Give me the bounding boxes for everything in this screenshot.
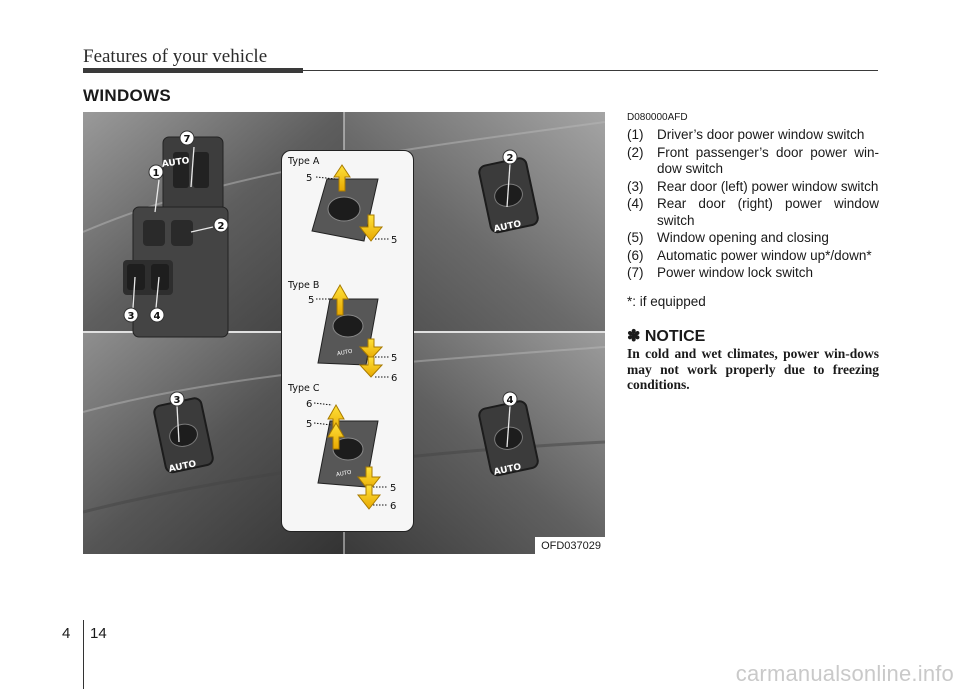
type-a-mark: 5 — [306, 173, 312, 184]
type-c-mark: 6 — [390, 501, 396, 512]
type-c-button-text: AUTO — [336, 470, 353, 479]
type-c-label: Type C — [287, 383, 320, 394]
type-b-mark: 6 — [391, 373, 397, 384]
svg-text:AUTO: AUTO — [161, 156, 190, 170]
type-c-mark: 6 — [306, 399, 312, 410]
switch-types-diagram: Type A Type B Type C 5 5 AUTO — [287, 156, 397, 512]
watermark-text: carmanualsonline.info — [735, 661, 954, 686]
notice-body: In cold and wet climates, power win-dows… — [627, 346, 879, 392]
list-item: (3)Rear door (left) power window switch — [627, 178, 879, 194]
type-a-mark: 5 — [391, 235, 397, 246]
callout-4: 4 — [154, 311, 161, 322]
svg-text:AUTO: AUTO — [337, 349, 354, 358]
type-c-mark: 5 — [390, 483, 396, 494]
type-a-label: Type A — [287, 156, 320, 167]
type-b-switch: AUTO — [317, 283, 384, 378]
callout-3: 3 — [174, 395, 181, 406]
list-item: (6)Automatic power window up*/down* — [627, 247, 872, 263]
section-title: WINDOWS — [83, 86, 172, 105]
callout-2: 2 — [218, 221, 225, 232]
component-list: (1)Driver’s door power window switch (2)… — [627, 127, 879, 283]
footer-rule — [83, 620, 84, 689]
list-item: (2)Front passenger’s door power win-dow … — [627, 144, 879, 177]
notice-title: ✽ NOTICE — [627, 328, 706, 345]
type-b-mark: 5 — [308, 295, 314, 306]
callout-2: 2 — [507, 153, 514, 164]
list-item: (1)Driver’s door power window switch — [627, 127, 865, 142]
callout-4: 4 — [507, 395, 514, 406]
reference-code: D080000AFD — [627, 112, 688, 123]
callout-7: 7 — [184, 134, 191, 145]
switch-types-inset: Type A Type B Type C 5 5 AUTO — [281, 150, 414, 532]
page-number: 14 — [90, 625, 107, 642]
list-item: (7)Power window lock switch — [627, 265, 814, 280]
header-rule — [83, 68, 303, 73]
window-switch-figure: AUTO AUTO AUTO AUTO 7 1 2 3 4 2 3 4 — [83, 112, 605, 554]
footnote: *: if equipped — [627, 294, 706, 309]
type-c-mark: 5 — [306, 419, 312, 430]
list-item: (4)Rear door (right) power window switch — [627, 196, 879, 228]
type-a-switch — [311, 164, 384, 242]
callout-3: 3 — [128, 311, 135, 322]
figure-code: OFD037029 — [535, 537, 605, 554]
list-item: (5)Window opening and closing — [627, 230, 829, 245]
header-rule-thin — [303, 70, 878, 71]
type-c-switch: AUTO — [317, 403, 382, 510]
type-b-label: Type B — [287, 280, 319, 291]
callout-1: 1 — [153, 168, 160, 179]
page-header-title: Features of your vehicle — [83, 46, 268, 67]
type-b-mark: 5 — [391, 353, 397, 364]
chapter-number: 4 — [62, 625, 71, 642]
